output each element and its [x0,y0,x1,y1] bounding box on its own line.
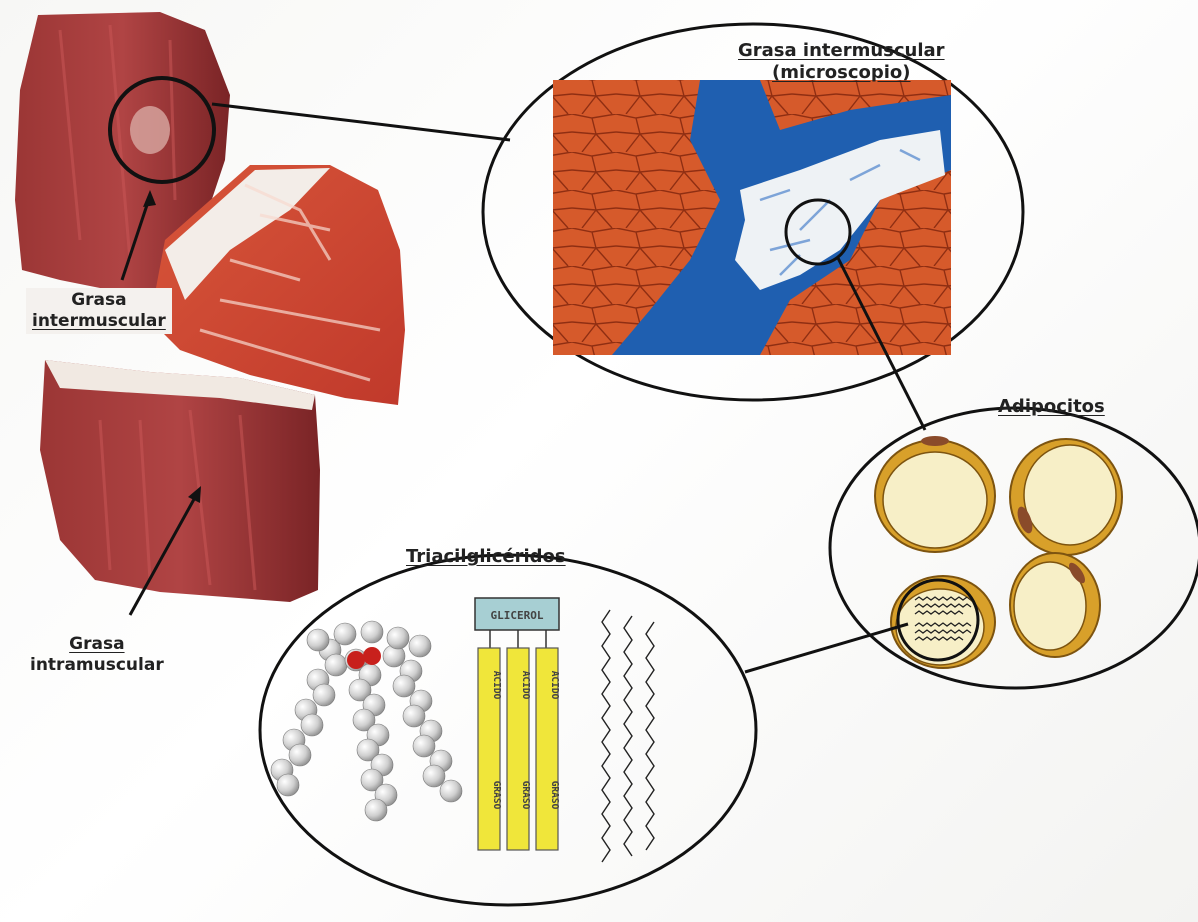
zigzag-chains [602,610,654,862]
connector-ham-microscope [212,104,510,140]
molecule-atom [365,799,387,821]
triacilgliceridos-title: Triacilglicéridos [406,546,566,567]
triacilgliceridos-view: GLICEROL ACIDO GRASO ACIDO GRASO ACIDO G… [260,555,756,905]
fatty-acid-2-acido: ACIDO [520,671,531,700]
microscope-image [553,80,951,355]
molecule-atom [440,780,462,802]
fatty-acid-3-acido: ACIDO [549,671,560,700]
molecule-atom [413,735,435,757]
zigzag-chain [646,622,654,850]
molecule-atom [307,629,329,651]
label-grasa-intermuscular-line2: intermuscular [32,311,166,332]
adipocitos-title: Adipocitos [998,396,1105,417]
fatty-acid-1-graso: GRASO [491,781,502,810]
molecule-atom [423,765,445,787]
fatty-acid-2-graso: GRASO [520,781,531,810]
adipocyte-cells [875,436,1122,668]
molecule-atom [403,705,425,727]
molecule-atom [393,675,415,697]
glicerol-label: GLICEROL [491,609,544,622]
zigzag-chain [624,616,632,856]
molecule-atom [289,744,311,766]
label-grasa-intermuscular: Grasa intermuscular [26,288,172,334]
fatty-acid-3-graso: GRASO [549,781,560,810]
adipocitos-oval [830,408,1198,688]
molecule-atom [409,635,431,657]
molecule-atom [313,684,335,706]
fatty-acid-bar-3: ACIDO GRASO [536,648,560,850]
molecule-atom [325,654,347,676]
fatty-acid-bar-2: ACIDO GRASO [507,648,531,850]
label-grasa-intramuscular: Grasa intramuscular [30,634,164,676]
microscope-title: Grasa intermuscular (microscopio) [738,40,945,84]
oxygen-atom [363,647,381,665]
molecule-atom [277,774,299,796]
microscope-title-line1: Grasa intermuscular [738,40,945,62]
oxygen-atom [347,651,365,669]
fatty-acid-bar-1: ACIDO GRASO [478,648,502,850]
microscope-title-line2: (microscopio) [738,62,945,84]
zigzag-chain [602,610,610,862]
molecule-atom [387,627,409,649]
label-grasa-intermuscular-line1: Grasa [32,290,166,311]
molecule-atom [334,623,356,645]
molecule-atom [301,714,323,736]
molecule-atom [361,621,383,643]
label-grasa-intramuscular-line2: intramuscular [30,655,164,676]
fatty-acid-1-acido: ACIDO [491,671,502,700]
label-grasa-intramuscular-line1: Grasa [30,634,164,655]
triglyceride-molecule [271,621,462,821]
adipocitos-view [830,408,1198,688]
